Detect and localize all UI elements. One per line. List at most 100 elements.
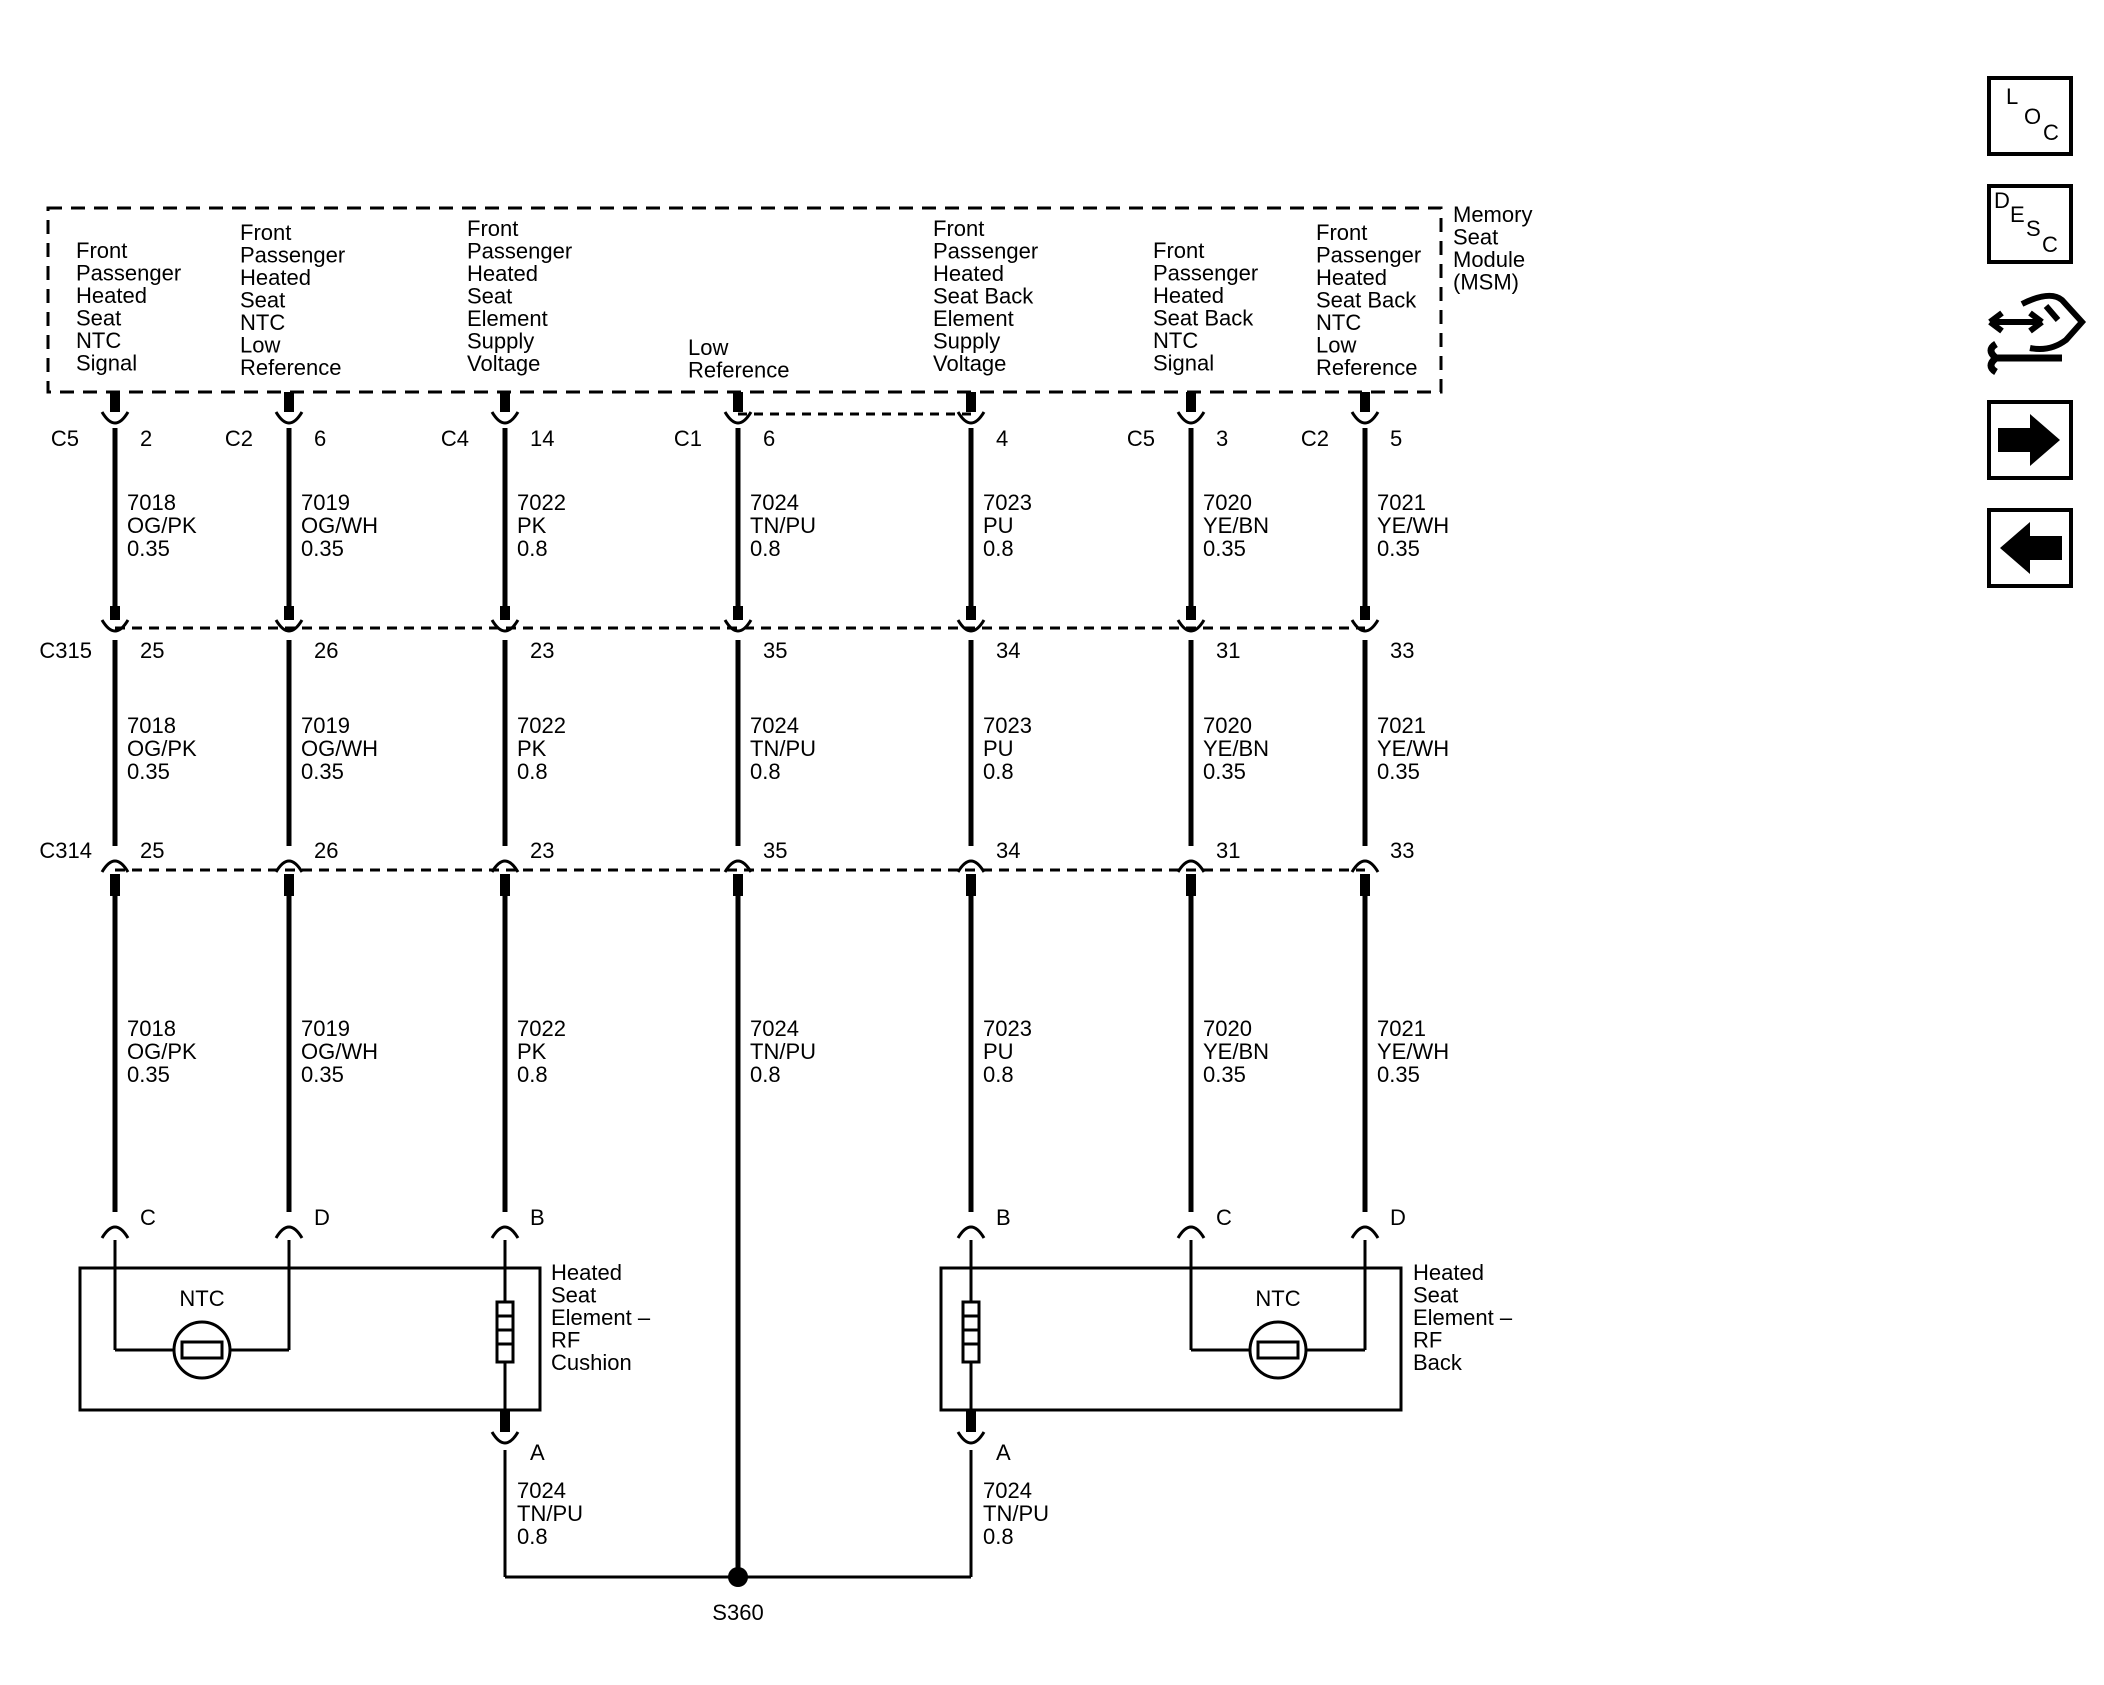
loc-letter: L <box>2006 84 2018 109</box>
rf-cushion-name-label: RF <box>551 1328 580 1353</box>
component-terminal <box>956 1225 986 1239</box>
module-function-label: Seat Back <box>1316 288 1417 313</box>
module-terminal <box>956 411 986 425</box>
wire-spec-label: 7024 <box>983 1478 1032 1503</box>
module-terminal <box>100 411 130 425</box>
wire-spec-label: 0.8 <box>983 536 1014 561</box>
module-name-label: Module <box>1453 247 1525 272</box>
c315-pin-label: 25 <box>140 638 164 663</box>
wire-spec-label: 0.35 <box>301 1062 344 1087</box>
component-pin-label: B <box>996 1205 1011 1230</box>
next-arrow-icon <box>1998 414 2060 466</box>
next-button[interactable] <box>1987 400 2073 480</box>
module-function-label: Heated <box>467 261 538 286</box>
pin-contact <box>966 874 976 896</box>
module-name-label: (MSM) <box>1453 270 1519 295</box>
pin-contact <box>1360 874 1370 896</box>
connector-icon[interactable] <box>1987 292 2087 376</box>
wire-spec-label: PK <box>517 1039 547 1064</box>
desc-letter: S <box>2026 216 2041 241</box>
component-terminal <box>100 1225 130 1239</box>
module-name-label: Seat <box>1453 225 1498 250</box>
module-function-label: Front <box>933 216 984 241</box>
wire-spec-label: 7022 <box>517 713 566 738</box>
wire-spec-label: PK <box>517 736 547 761</box>
pin-contact <box>284 874 294 896</box>
loc-button[interactable]: LOC <box>1987 76 2073 156</box>
wire-spec-label: TN/PU <box>750 736 816 761</box>
desc-letter: E <box>2010 202 2025 227</box>
module-function-label: Front <box>240 220 291 245</box>
wire-spec-label: 7024 <box>750 713 799 738</box>
c315-pin-label: 34 <box>996 638 1020 663</box>
return-pin-label: A <box>530 1440 545 1465</box>
wire-spec-label: 7022 <box>517 490 566 515</box>
wire-spec-label: 0.35 <box>1377 759 1420 784</box>
c315-terminal <box>100 619 130 633</box>
module-function-label: Reference <box>1316 355 1418 380</box>
module-function-label: Low <box>240 333 280 358</box>
module-function-label: Heated <box>1153 283 1224 308</box>
module-function-label: Heated <box>1316 265 1387 290</box>
module-function-label: NTC <box>1153 328 1198 353</box>
return-terminal <box>490 1431 520 1445</box>
module-function-label: Heated <box>76 283 147 308</box>
pin-contact <box>284 606 294 620</box>
wire-spec-label: TN/PU <box>750 1039 816 1064</box>
module-function-label: Passenger <box>76 261 181 286</box>
rf-back-name-label: Back <box>1413 1350 1463 1375</box>
splice-s360 <box>728 1567 748 1587</box>
rf-cushion-name-label: Element – <box>551 1305 651 1330</box>
module-function-label: Passenger <box>240 243 345 268</box>
wire-spec-label: 7019 <box>301 490 350 515</box>
wire-spec-label: YE/WH <box>1377 1039 1449 1064</box>
wire-spec-label: 0.35 <box>1203 536 1246 561</box>
c314-pin-label: 23 <box>530 838 554 863</box>
rf-cushion-box <box>78 1266 542 1412</box>
module-function-label: Front <box>1153 238 1204 263</box>
c314-label: C314 <box>39 838 92 863</box>
module-terminal <box>723 411 753 425</box>
component-pin-label: C <box>1216 1205 1232 1230</box>
back-arrow-icon <box>2000 522 2062 574</box>
wire-spec-label: YE/WH <box>1377 513 1449 538</box>
wire-spec-label: 7018 <box>127 713 176 738</box>
return-terminal <box>956 1431 986 1445</box>
c314-pin-label: 25 <box>140 838 164 863</box>
rf-cushion-name-label: Cushion <box>551 1350 632 1375</box>
module-function-label: Front <box>76 238 127 263</box>
wire-spec-label: 7024 <box>517 1478 566 1503</box>
wire-spec-label: PU <box>983 1039 1014 1064</box>
module-terminal <box>490 411 520 425</box>
back-button[interactable] <box>1987 508 2073 588</box>
wire-spec-label: 7024 <box>750 1016 799 1041</box>
wire-spec-label: 0.8 <box>983 1062 1014 1087</box>
ntc-resistor <box>180 1340 224 1360</box>
heater-element-symbol <box>961 1300 981 1364</box>
desc-letter: C <box>2042 232 2058 257</box>
pin-contact <box>966 606 976 620</box>
wire-spec-label: 7020 <box>1203 1016 1252 1041</box>
pin-contact <box>733 606 743 620</box>
module-connector-label: C1 <box>674 426 702 451</box>
wire-spec-label: 0.8 <box>983 1524 1014 1549</box>
pin-contact <box>733 874 743 896</box>
pin-contact <box>110 874 120 896</box>
wire-spec-label: TN/PU <box>517 1501 583 1526</box>
module-function-label: Seat <box>467 284 512 309</box>
return-pin-label: A <box>996 1440 1011 1465</box>
module-function-label: Voltage <box>933 351 1006 376</box>
module-terminal <box>274 411 304 425</box>
c315-pin-label: 33 <box>1390 638 1414 663</box>
pin-contact <box>1186 874 1196 896</box>
memory-seat-module-box <box>46 206 1443 394</box>
module-pin-label: 6 <box>314 426 326 451</box>
wire-spec-label: 0.35 <box>1377 536 1420 561</box>
wire-spec-label: 7021 <box>1377 490 1426 515</box>
desc-letter: D <box>1994 188 2010 213</box>
wire-spec-label: 7019 <box>301 713 350 738</box>
c314-pin-label: 26 <box>314 838 338 863</box>
c314-terminal <box>274 859 304 873</box>
wire-spec-label: 0.8 <box>750 536 781 561</box>
